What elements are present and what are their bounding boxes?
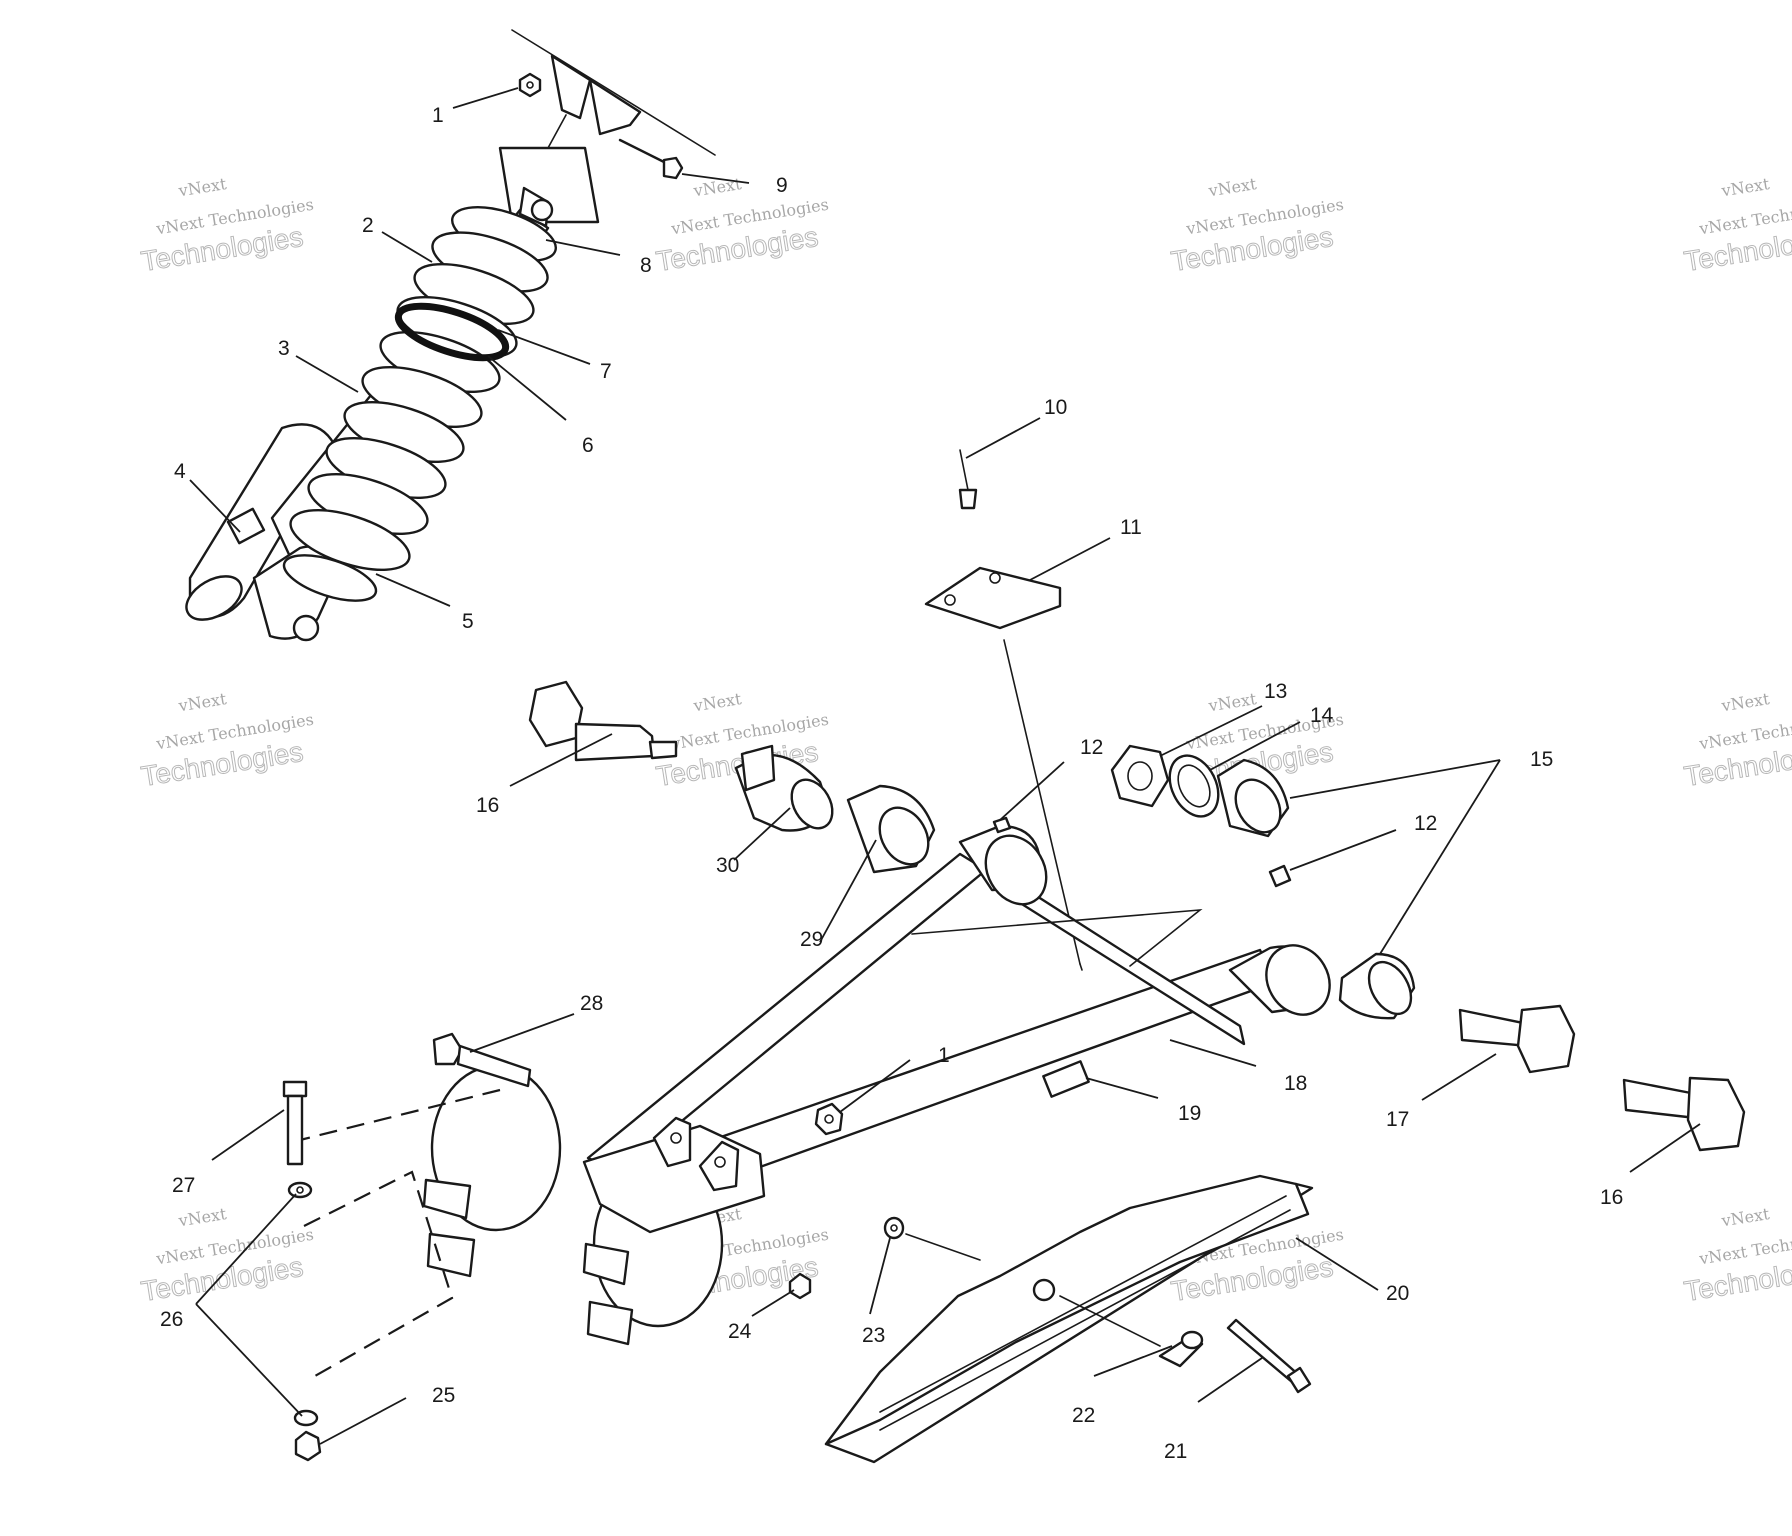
- callout-7: 7: [600, 360, 612, 383]
- washer-26-upper: [287, 1181, 313, 1199]
- callout-14: 14: [1310, 704, 1334, 727]
- callout-22: 22: [1072, 1404, 1095, 1427]
- callout-28: 28: [580, 992, 603, 1015]
- callout-19: 19: [1178, 1102, 1201, 1125]
- washer-23: [883, 1216, 905, 1240]
- callout-8: 8: [640, 254, 652, 277]
- bolt-28: [432, 1032, 532, 1088]
- callout-18: 18: [1284, 1072, 1307, 1095]
- sleeve-29: [846, 784, 936, 874]
- callout-labels: 1 2 3 4 5 6 7 8 9 10 11 12 12 13 14 15 1…: [160, 104, 1623, 1463]
- callout-13: 13: [1264, 680, 1287, 703]
- washer-14: [1168, 754, 1220, 818]
- callout-leaders: [189, 87, 1701, 1445]
- svg-text:vNext: vNext: [1719, 174, 1771, 201]
- pivot-bolt-16-left: [528, 680, 678, 762]
- callout-29: 29: [800, 928, 823, 951]
- axle-clamp-left: [422, 1064, 562, 1278]
- swing-arm: [586, 824, 1331, 1212]
- bolt-27-hidden-line: [303, 1170, 454, 1381]
- callout-15: 15: [1530, 748, 1553, 771]
- callout-23: 23: [862, 1324, 885, 1347]
- jam-nut-13: [1110, 744, 1170, 808]
- callout-12-upper: 12: [1080, 736, 1103, 759]
- watermark-3: vNext vNext Technologies Technologies: [1168, 174, 1344, 278]
- callout-26: 26: [160, 1308, 183, 1331]
- callout-12-lower: 12: [1414, 812, 1437, 835]
- frame-bracket: [498, 29, 716, 224]
- callout-20: 20: [1386, 1282, 1409, 1305]
- callout-21: 21: [1164, 1440, 1187, 1463]
- callout-2: 2: [362, 214, 374, 237]
- svg-text:vNext: vNext: [1719, 689, 1771, 716]
- watermark-1: vNext vNext Technologies Technologies: [138, 174, 314, 278]
- callout-4: 4: [174, 460, 186, 483]
- plate-leader-line: [1003, 639, 1081, 965]
- coil-spring: [282, 206, 558, 602]
- nut-1-lower: [814, 1102, 844, 1136]
- bolt-9: [618, 138, 684, 180]
- callout-5: 5: [462, 610, 474, 633]
- callout-9: 9: [776, 174, 788, 197]
- clamp-bracket: [582, 1116, 766, 1234]
- pivot-bolt-17: [1458, 1004, 1576, 1074]
- slide-rail-20: [824, 1174, 1314, 1464]
- bolt-21-leader-line: [1059, 1295, 1161, 1347]
- preload-ring: [394, 302, 510, 362]
- nut-25: [294, 1430, 322, 1462]
- grease-fitting-10: [958, 449, 978, 510]
- callout-10: 10: [1044, 396, 1067, 419]
- callout-16-left: 16: [476, 794, 499, 817]
- svg-text:vNext: vNext: [176, 174, 228, 201]
- svg-text:vNext: vNext: [691, 689, 743, 716]
- svg-text:vNext: vNext: [1719, 1204, 1771, 1231]
- watermark-9: vNext vNext Technologies Technologies: [138, 1204, 314, 1308]
- bushing-30: [734, 744, 834, 832]
- bolt-27: [282, 1080, 308, 1166]
- bushing-15-lower: [1338, 952, 1416, 1020]
- callout-16-right: 16: [1600, 1186, 1623, 1209]
- svg-text:vNext: vNext: [1206, 174, 1258, 201]
- nut-1-top: [518, 72, 542, 98]
- clamp-hidden-line: [299, 1088, 501, 1142]
- callout-6: 6: [582, 434, 594, 457]
- svg-text:vNext: vNext: [176, 689, 228, 716]
- callout-17: 17: [1386, 1108, 1409, 1131]
- pivot-bolt-16-right: [1622, 1076, 1746, 1152]
- watermark-8: vNext vNext Technologies Technologies: [1681, 689, 1792, 793]
- callout-30: 30: [716, 854, 739, 877]
- washer-23-leader-line: [905, 1233, 981, 1261]
- callout-25: 25: [432, 1384, 455, 1407]
- callout-11: 11: [1120, 516, 1142, 539]
- svg-text:vNext: vNext: [176, 1204, 228, 1231]
- watermark-4: vNext vNext Technologies Technologies: [1681, 174, 1792, 278]
- callout-27: 27: [172, 1174, 195, 1197]
- callout-3: 3: [278, 337, 290, 360]
- watermark-5: vNext vNext Technologies Technologies: [138, 689, 314, 793]
- callout-1-lower: 1: [938, 1044, 950, 1067]
- callout-24: 24: [728, 1320, 752, 1343]
- watermark-12: vNext vNext Technologies Technologies: [1681, 1204, 1792, 1308]
- grease-fitting-12-upper: [992, 816, 1012, 834]
- callout-1: 1: [432, 104, 444, 127]
- grease-fitting-12-lower: [1268, 864, 1292, 888]
- spacer-22: [1158, 1330, 1204, 1368]
- plate-11: [924, 566, 1062, 630]
- bushing-15-upper: [1216, 758, 1290, 838]
- bolt-21: [1226, 1318, 1312, 1394]
